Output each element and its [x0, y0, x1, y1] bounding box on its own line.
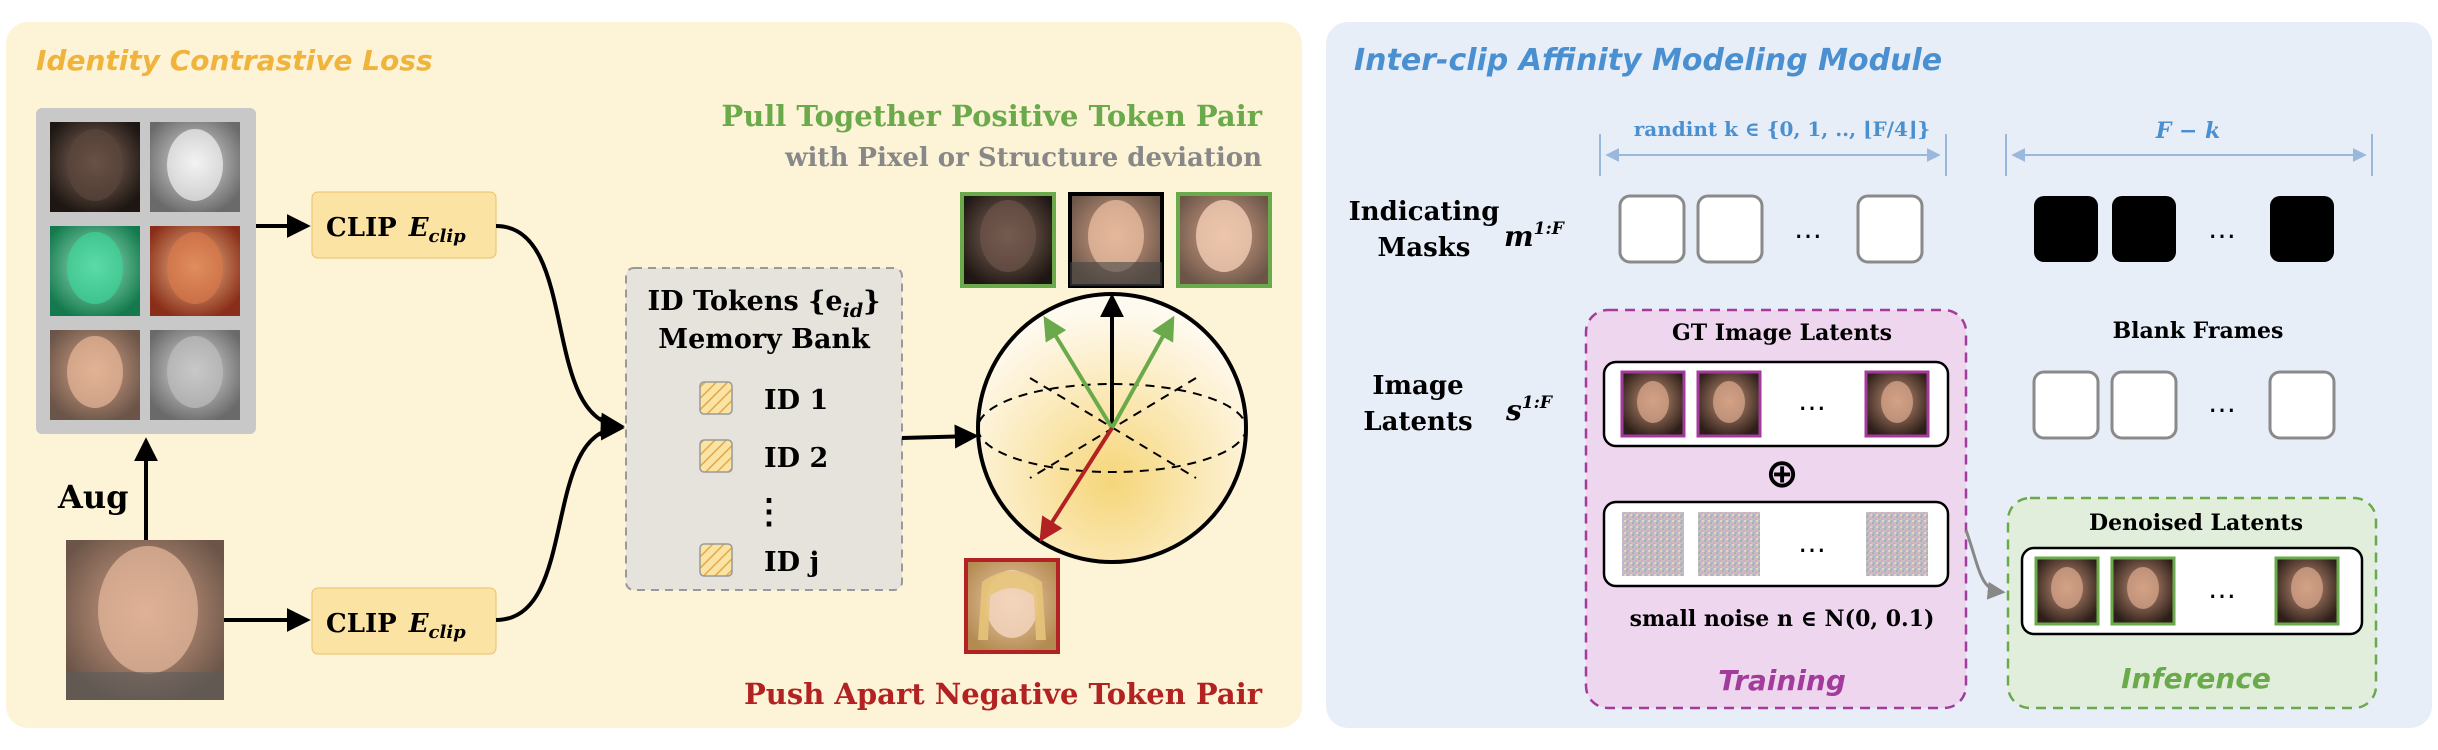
- gt-image-latents-label: GT Image Latents: [1672, 320, 1892, 346]
- f-minus-k-label: F − k: [2155, 118, 2221, 144]
- image-latents-label-line1: Image: [1372, 371, 1463, 401]
- mask-ellipsis-1: …: [1794, 212, 1822, 245]
- memory-item-j: ID j: [699, 543, 819, 578]
- gt-latent-frame-1: [1620, 370, 1686, 438]
- blank-ellipsis: …: [2208, 386, 2236, 419]
- gt-latents-strip: [1602, 360, 1950, 448]
- denoised-frame-f: [2274, 556, 2340, 626]
- memory-to-sphere-arrow: [901, 424, 979, 449]
- aug-face-warm: [150, 226, 240, 316]
- mask-ellipsis-2: …: [2208, 212, 2236, 245]
- svg-text:ID Tokens {eid}: ID Tokens {eid}: [648, 286, 881, 322]
- right-panel-title: Inter-clip Affinity Modeling Module: [1354, 43, 1942, 78]
- memory-ellipsis: ⋮: [752, 492, 786, 532]
- inference-label: Inference: [2121, 662, 2271, 695]
- noise-frame-k: [1866, 512, 1928, 576]
- mask-unmasked-1: [1618, 194, 1686, 264]
- f-minus-k-bracket: [2005, 134, 2373, 176]
- mask-masked-f: [2270, 196, 2334, 262]
- left-panel-title: Identity Contrastive Loss: [36, 44, 433, 77]
- pull-together-subtitle: with Pixel or Structure deviation: [784, 143, 1262, 173]
- svg-text:ID 2: ID 2: [764, 443, 828, 474]
- small-noise-label: small noise n ∈ N(0, 0.1): [1630, 606, 1935, 632]
- memory-bank: ID Tokens {eid} Memory Bank: [625, 267, 903, 591]
- memory-item-1: ID 1: [699, 381, 828, 416]
- indicating-masks-label-line2: Masks: [1378, 233, 1471, 263]
- aug-face-sketch: [150, 122, 240, 212]
- svg-text:ID j: ID j: [764, 547, 819, 578]
- svg-text:Memory Bank: Memory Bank: [658, 324, 871, 355]
- blank-frame-2: [2110, 370, 2178, 440]
- noise-frame-1: [1622, 512, 1684, 576]
- negative-vector: [1039, 426, 1114, 543]
- pull-together-title: Pull Together Positive Token Pair: [721, 99, 1262, 133]
- positive-face-dark: [960, 192, 1056, 288]
- mask-symbol: m1:F: [1504, 219, 1566, 253]
- memory-item-2: ID 2: [699, 439, 828, 474]
- positive-vector-right: [1110, 315, 1175, 429]
- clip-bottom-to-memory-curve: [495, 416, 625, 622]
- source-face-image: [66, 540, 224, 700]
- aug-label: Aug: [57, 478, 128, 516]
- noise-strip: [1602, 500, 1950, 588]
- randint-range-bracket: [1599, 134, 1947, 176]
- denoised-ellipsis: …: [2208, 572, 2236, 605]
- gt-latent-ellipsis: …: [1798, 384, 1826, 417]
- randint-label: randint k ∈ {0, 1, .., ⌊F/4⌋}: [1634, 117, 1931, 141]
- positive-vector-left: [1043, 315, 1114, 430]
- mask-unmasked-2: [1696, 194, 1764, 264]
- mask-unmasked-k: [1856, 194, 1924, 264]
- oplus-symbol: ⊕: [1765, 451, 1799, 497]
- noise-frame-2: [1698, 512, 1760, 576]
- clip-top-to-memory-curve: [495, 224, 625, 437]
- blank-frame-1: [2032, 370, 2100, 440]
- push-apart-title: Push Apart Negative Token Pair: [744, 677, 1263, 711]
- gt-latent-frame-2: [1696, 370, 1762, 438]
- svg-text:ID 1: ID 1: [764, 385, 828, 416]
- denoised-frame-2: [2110, 556, 2176, 626]
- training-label: Training: [1718, 664, 1846, 697]
- aug-face-normal: [50, 330, 140, 420]
- denoised-frame-1: [2034, 556, 2100, 626]
- aug-face-green: [50, 226, 140, 316]
- aug-face-dark: [50, 122, 140, 212]
- anchor-face: [1068, 192, 1164, 288]
- mask-masked-1: [2034, 196, 2098, 262]
- blank-frame-f: [2268, 370, 2336, 440]
- training-to-inference-arrow: [1964, 529, 2006, 600]
- indicating-masks-label-line1: Indicating: [1349, 197, 1500, 227]
- mask-masked-2: [2112, 196, 2176, 262]
- positive-face-bright: [1176, 192, 1272, 288]
- latent-symbol: s1:F: [1505, 393, 1554, 427]
- denoised-latents-label: Denoised Latents: [2089, 510, 2303, 536]
- gt-latent-frame-k: [1864, 370, 1930, 438]
- image-latents-label-line2: Latents: [1363, 407, 1472, 437]
- negative-face: [964, 558, 1060, 654]
- noise-ellipsis: …: [1798, 526, 1826, 559]
- blank-frames-label: Blank Frames: [2113, 318, 2284, 344]
- aug-face-gray: [150, 330, 240, 420]
